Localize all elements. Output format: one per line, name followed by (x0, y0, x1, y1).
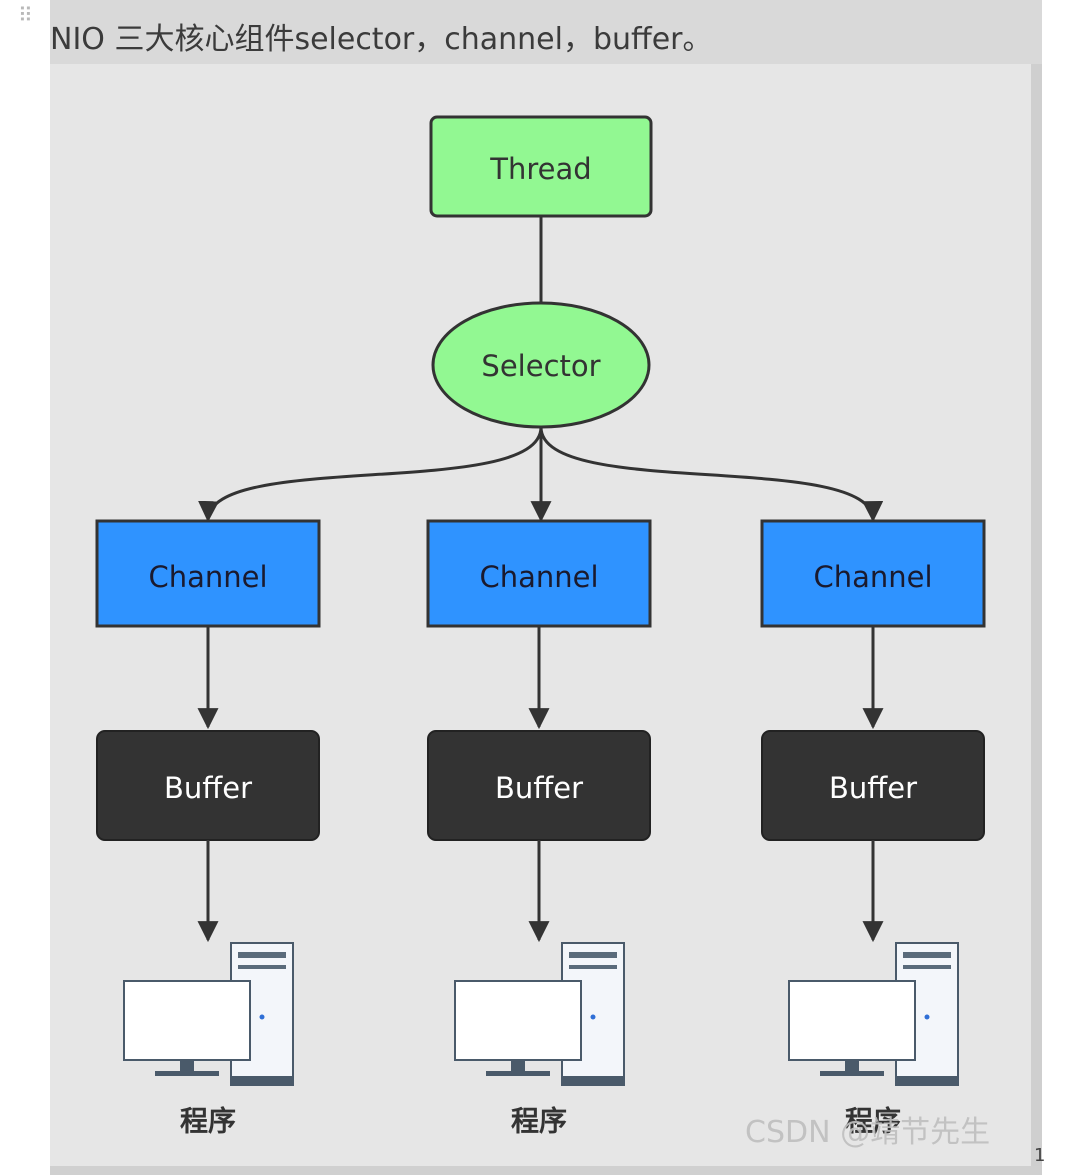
watermark: CSDN @靖节先生 (745, 1115, 990, 1150)
selector-channel-3-arrow (539, 426, 884, 523)
program-label: 程序 (511, 1105, 567, 1138)
selector-label: Selector (481, 349, 600, 383)
frame-bottom-edge (50, 1166, 1042, 1175)
column-2: Channel Buffer 程序 (426, 519, 652, 1138)
channel-label: Channel (813, 560, 932, 594)
column-1: Channel Buffer 程序 (95, 519, 321, 1138)
buffer-label: Buffer (495, 771, 583, 805)
buffer-label: Buffer (829, 771, 917, 805)
caption-band (50, 0, 1042, 66)
computer-icon (123, 942, 294, 1086)
thread-label: Thread (489, 152, 591, 186)
channel-label: Channel (479, 560, 598, 594)
frame-edge (1031, 64, 1042, 1170)
column-3: Channel Buffer 程序 (760, 519, 986, 1138)
channel-node (426, 519, 652, 628)
page-number: 1 (1034, 1145, 1046, 1166)
channel-node (760, 519, 986, 628)
computer-icon (454, 942, 625, 1086)
selector-channel-1-arrow (198, 426, 543, 523)
selector-node: Selector (431, 301, 651, 429)
channel-node (95, 519, 321, 628)
program-label: 程序 (180, 1105, 236, 1138)
buffer-label: Buffer (164, 771, 252, 805)
channel-label: Channel (148, 560, 267, 594)
thread-node: Thread (429, 115, 653, 218)
program-label: 程序 (845, 1105, 901, 1138)
caption-text: NIO 三大核心组件selector，channel，buffer。 (50, 22, 713, 57)
computer-icon (788, 942, 959, 1086)
